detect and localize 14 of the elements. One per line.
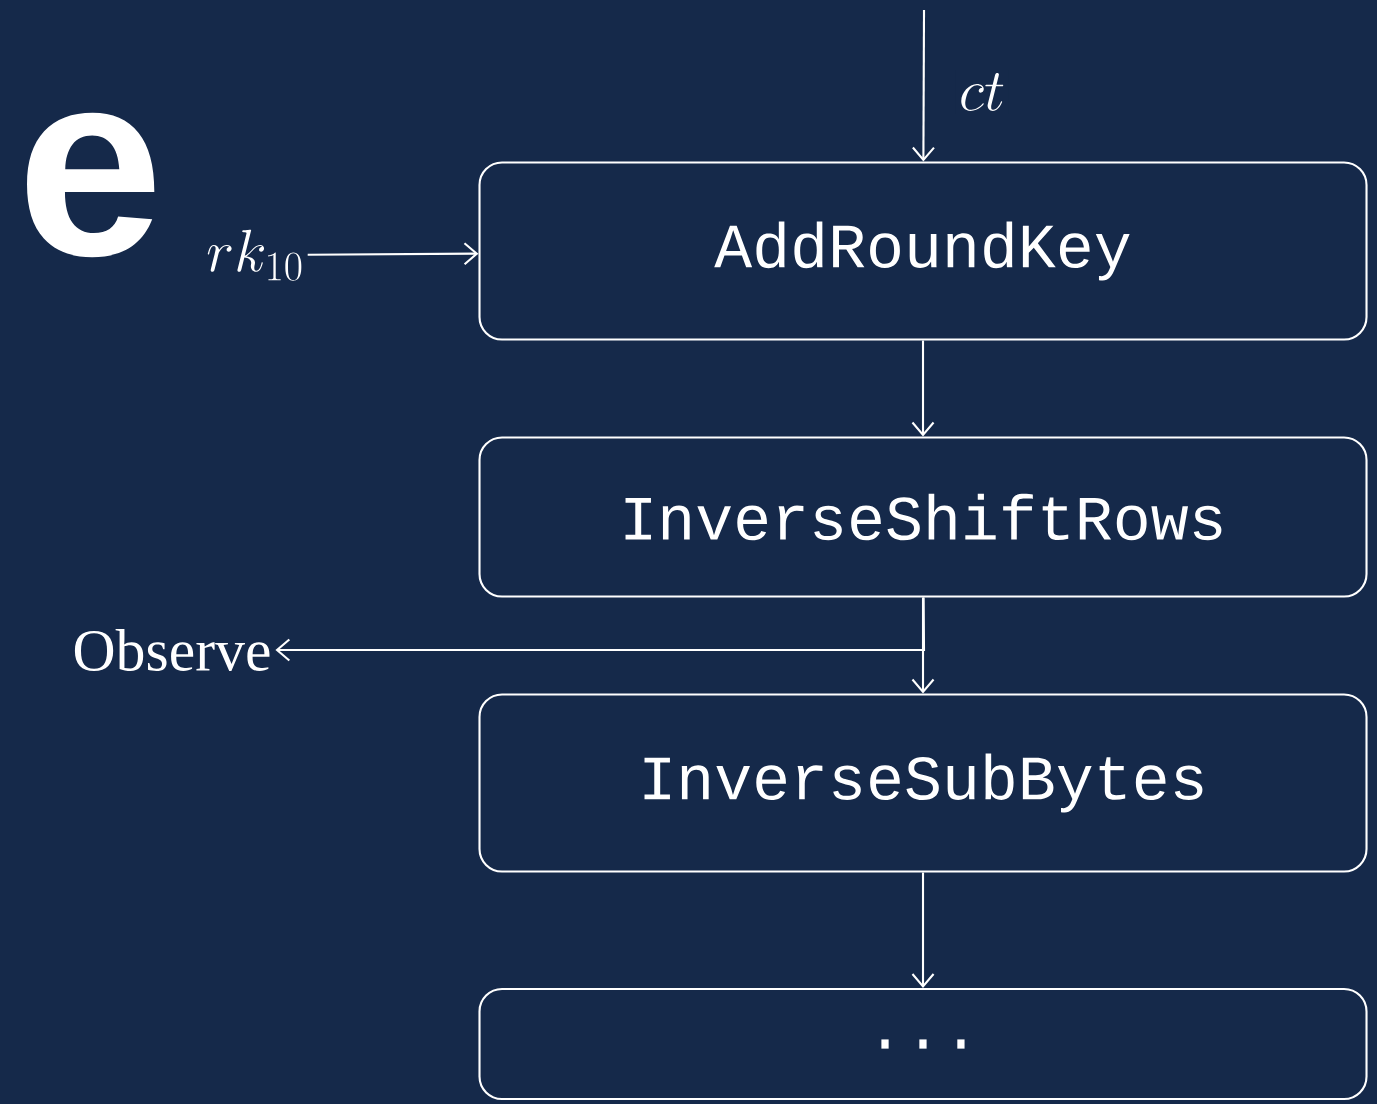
input-label: $rk_{10}$ <box>207 229 302 281</box>
process-box: AddRoundKey <box>478 161 1368 341</box>
process-box: InverseShiftRows <box>478 436 1368 598</box>
arrow <box>911 597 935 694</box>
arrow <box>912 10 935 162</box>
arrow <box>911 872 935 988</box>
arrow <box>275 597 926 662</box>
process-box: InverseSubBytes <box>478 693 1368 873</box>
edge-label: $ct$ <box>955 70 1009 114</box>
arrow <box>911 340 935 437</box>
process-box: ... <box>478 987 1368 1101</box>
output-label: Observe <box>74 629 270 671</box>
heading-letter: e <box>27 112 155 258</box>
arrow <box>307 242 479 266</box>
